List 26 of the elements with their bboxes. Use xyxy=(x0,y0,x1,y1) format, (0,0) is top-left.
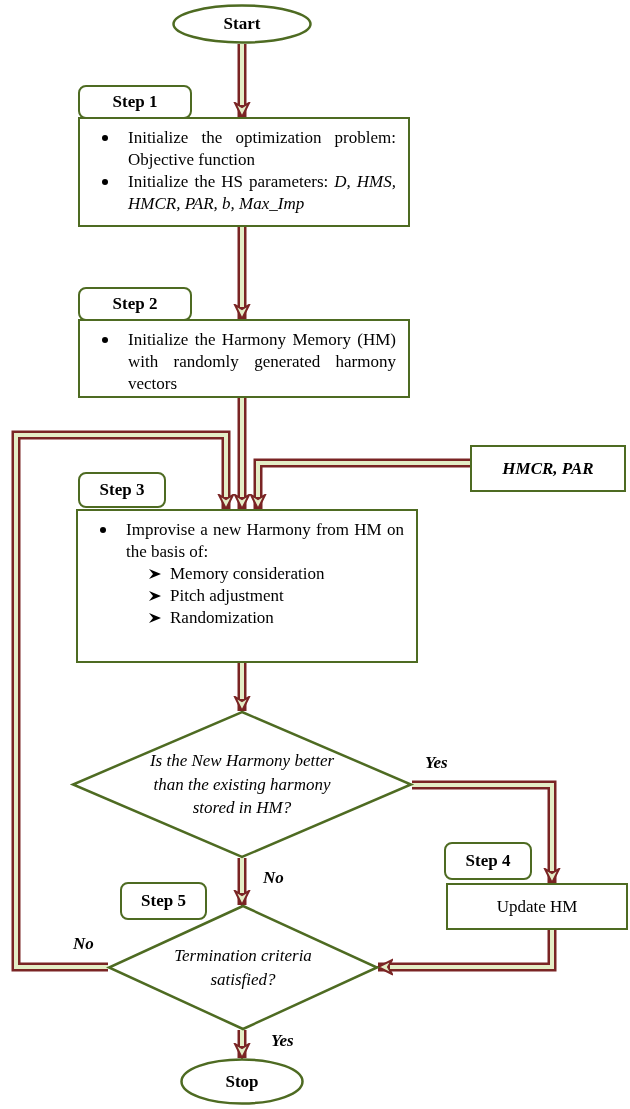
bullet-text: Initialize the optimization problem: Objective function xyxy=(128,128,396,170)
decision-question: Termination criteria satisfied? xyxy=(173,944,313,991)
step-tab: Step 5 xyxy=(120,882,207,920)
bullet-text: Pitch adjustment xyxy=(170,586,284,606)
terminal-label: Start xyxy=(223,14,261,34)
bullet-text: Initialize the HS parameters: D, HMS, HMCR, PAR, b, Max_Imp xyxy=(128,172,396,214)
process-box xyxy=(78,117,410,227)
stop-terminal xyxy=(180,1058,304,1105)
process-box xyxy=(78,319,410,398)
bullet-text: Improvise a new Harmony from HM on the basis of: xyxy=(126,520,404,562)
terminal-label: Stop xyxy=(225,1071,259,1092)
parameter-label: HMCR, PAR xyxy=(502,458,594,479)
process-box xyxy=(76,509,418,663)
step-tab: Step 3 xyxy=(78,472,166,508)
step-tab: Step 2 xyxy=(78,287,192,321)
step-tab: Step 4 xyxy=(444,842,532,880)
bullet-text: Randomization xyxy=(170,608,274,628)
start-terminal xyxy=(172,4,312,44)
step-tab: Step 1 xyxy=(78,85,192,119)
decision-question: Is the New Harmony better than the existing harmony stored in HM? xyxy=(148,749,336,820)
bullet-text: Memory consideration xyxy=(170,564,325,584)
parameter-box xyxy=(470,445,626,492)
decision-diamond xyxy=(72,711,412,858)
process-box xyxy=(446,883,628,930)
process-label: Update HM xyxy=(496,896,578,917)
bullet-text: Initialize the Harmony Memory (HM) with randomly generated harmony vectors xyxy=(128,330,396,394)
